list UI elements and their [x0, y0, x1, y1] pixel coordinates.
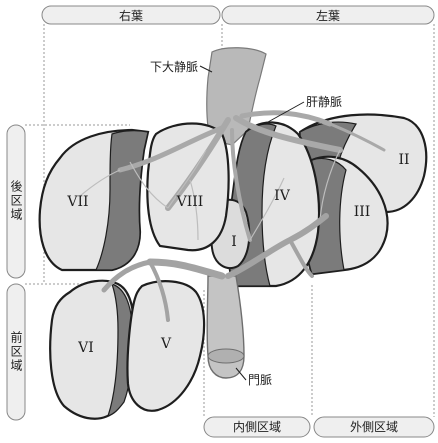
segment-8-label: VIII — [176, 194, 204, 210]
medial-zone-header: 内側区域 — [204, 417, 310, 437]
ivc-callout: 下大静脈 — [150, 60, 212, 74]
left-lobe-label: 左葉 — [316, 8, 340, 23]
segment-1-label: I — [231, 234, 237, 250]
ivc-label: 下大静脈 — [150, 60, 198, 74]
medial-zone-label: 内側区域 — [233, 420, 281, 434]
segment-6-label: VI — [77, 340, 94, 356]
right-lobe-header: 右葉 — [42, 6, 220, 24]
segment-7-label: VII — [66, 194, 88, 210]
anterior-zone-header: 前区域 — [7, 284, 25, 420]
posterior-zone-header: 後区域 — [7, 125, 25, 278]
portal-vein-label: 門脈 — [248, 373, 272, 387]
lateral-zone-header: 外側区域 — [314, 417, 434, 437]
segment-2-label: II — [398, 152, 409, 168]
right-lobe-label: 右葉 — [119, 8, 143, 23]
anterior-zone-label: 前区域 — [9, 330, 23, 373]
segment-3-label: III — [354, 204, 371, 220]
lateral-zone-label: 外側区域 — [350, 420, 398, 434]
segment-4-label: IV — [274, 188, 291, 204]
posterior-zone-label: 後区域 — [9, 180, 23, 222]
left-lobe-header: 左葉 — [222, 6, 434, 24]
portal-vein-cut — [208, 349, 244, 363]
hepatic-vein-label: 肝静脈 — [306, 95, 342, 109]
segment-5-label: V — [160, 336, 172, 352]
